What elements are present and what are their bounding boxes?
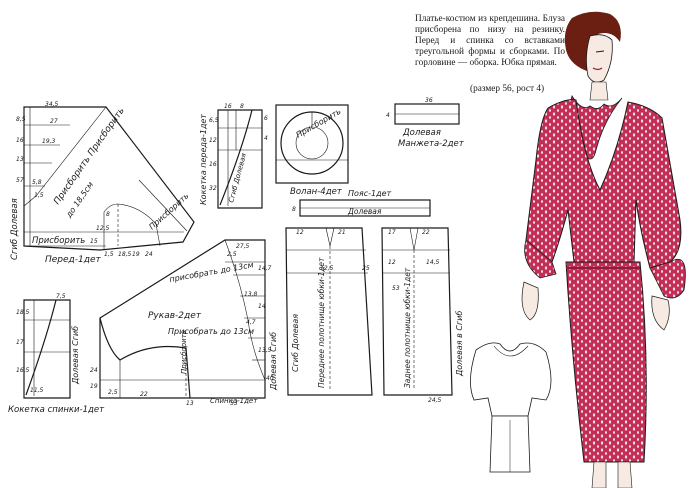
skirt-front-label: Переднее полотнище юбки-1дет xyxy=(317,257,326,388)
back-insert-grain: Долевая Сгиб xyxy=(71,326,80,385)
skirt-front-m50: 12,5 xyxy=(320,265,334,272)
front-m4: 16 xyxy=(16,137,24,144)
sleeve-m42: 2,5 xyxy=(108,389,118,396)
skirt-front-m51: 25 xyxy=(362,265,370,272)
back-insert-label: Кокетка спинки-1дет xyxy=(8,405,105,415)
front-m8: 5,8 xyxy=(32,179,42,186)
insert-m18: 8 xyxy=(240,103,244,110)
sleeve-m33: 14 xyxy=(258,303,266,310)
back-grain-label: Долевая Сгиб xyxy=(269,332,278,391)
front-m2: 8,5 xyxy=(16,116,26,123)
ruffle-piece-label: Волан-4дет xyxy=(290,187,343,197)
front-m15: 19 xyxy=(132,251,140,258)
front-grain-label: Сгиб Долевая xyxy=(10,198,20,260)
sleeve-m40: 19 xyxy=(90,383,98,390)
front-m10: 12,5 xyxy=(96,225,110,232)
skirt-back-m56: 53 xyxy=(392,285,400,292)
insert-m22: 32 xyxy=(209,185,217,192)
sleeve-m41: 13 xyxy=(186,400,194,407)
front-m3: 27 xyxy=(50,118,58,125)
insert-m24: 4 xyxy=(264,135,268,142)
belt-piece xyxy=(299,199,431,217)
skirt-front-m48: 12 xyxy=(296,229,304,236)
back-bottom-gather: Присборить xyxy=(180,330,188,374)
belt-width: 8 xyxy=(292,206,296,213)
sleeve-m35: 13,5 xyxy=(258,347,272,354)
garment-description: Платье-костюм из крепдешина. Блуза присб… xyxy=(415,14,565,69)
sleeve-m36: 40 xyxy=(266,375,274,382)
insert-m19: 6,5 xyxy=(209,117,219,124)
sleeve-m32: 13,8 xyxy=(244,291,258,298)
fashion-illustration xyxy=(470,11,686,488)
back-insert-m47: 11,5 xyxy=(30,387,44,394)
cuff-length: 36 xyxy=(425,97,433,104)
cuff-width: 4 xyxy=(386,112,390,119)
cuff-piece-label: Манжета-2дет xyxy=(398,139,465,149)
front-m16: 24 xyxy=(145,251,153,258)
belt-piece-label: Пояс-1дет xyxy=(348,189,392,198)
front-piece-label: Перед-1дет xyxy=(45,255,102,265)
sleeve-m31: 14,7 xyxy=(258,265,272,272)
front-piece xyxy=(23,106,195,251)
skirt-back-m57: 24,5 xyxy=(428,397,442,404)
front-m7: 57 xyxy=(16,177,24,184)
belt-grain-label: Долевая xyxy=(347,207,382,216)
skirt-back-m52: 17 xyxy=(388,229,396,236)
front-insert-label: Кокетка переда-1дет xyxy=(199,114,208,205)
sleeve-gather-low: Присобрать до 13см xyxy=(168,327,254,336)
skirt-back-m53: 22 xyxy=(422,229,430,236)
size-note: (размер 56, рост 4) xyxy=(470,84,545,94)
sleeve-m34: 4,7 xyxy=(246,319,256,326)
front-insert-piece xyxy=(217,109,263,209)
front-gather-label-3: Присборить xyxy=(147,191,191,231)
back-insert-piece xyxy=(23,299,71,399)
description-text: Платье-костюм из крепдешина. Блуза присб… xyxy=(415,14,565,68)
skirt-back-label: Заднее полотнище юбки-1дет xyxy=(403,267,412,388)
skirt-front-grain: Сгиб Долевая xyxy=(291,314,300,372)
skirt-front-piece xyxy=(285,227,373,396)
front-gather-label-bottom: Присборить xyxy=(32,236,85,246)
front-m6: 13 xyxy=(16,156,24,163)
front-m9: 1,5 xyxy=(34,192,44,199)
insert-m20: 12 xyxy=(209,137,217,144)
front-m14: 18,5 xyxy=(118,251,132,258)
back-insert-m44: 18,5 xyxy=(16,309,30,316)
front-m12: 15 xyxy=(90,238,98,245)
insert-m21: 16 xyxy=(209,161,217,168)
cuff-grain-label: Долевая xyxy=(402,128,441,138)
sleeve-m38: 22 xyxy=(140,391,148,398)
sleeve-piece xyxy=(99,239,266,399)
sleeve-m39: 24 xyxy=(90,367,98,374)
sleeve-gather-top: присобрать до 13см xyxy=(169,260,254,284)
ruffle-piece xyxy=(275,104,349,184)
back-piece-label: Спинка-1дет xyxy=(210,397,258,405)
front-m13: 1,5 xyxy=(104,251,114,258)
sleeve-piece-label: Рукав-2дет xyxy=(148,311,202,321)
back-insert-m46: 16,5 xyxy=(16,367,30,374)
insert-m23: 6 xyxy=(264,115,268,122)
back-insert-m45: 17 xyxy=(16,339,24,346)
skirt-front-m49: 21 xyxy=(338,229,346,236)
sleeve-m30: 2,5 xyxy=(227,251,237,258)
back-insert-m43: 7,5 xyxy=(56,293,66,300)
cuff-piece xyxy=(394,103,460,125)
front-m11: 8 xyxy=(106,211,110,218)
skirt-back-grain: Долевая в Сгиб xyxy=(455,311,464,377)
skirt-back-m54: 14,5 xyxy=(426,259,440,266)
insert-m17: 16 xyxy=(224,103,232,110)
sleeve-m37: 53 xyxy=(230,400,238,407)
skirt-back-piece xyxy=(381,227,453,396)
sleeve-m29: 27,5 xyxy=(236,243,250,250)
front-m5: 19,3 xyxy=(42,138,56,145)
skirt-back-m55: 12 xyxy=(388,259,396,266)
front-top-width: 34,5 xyxy=(45,101,59,108)
